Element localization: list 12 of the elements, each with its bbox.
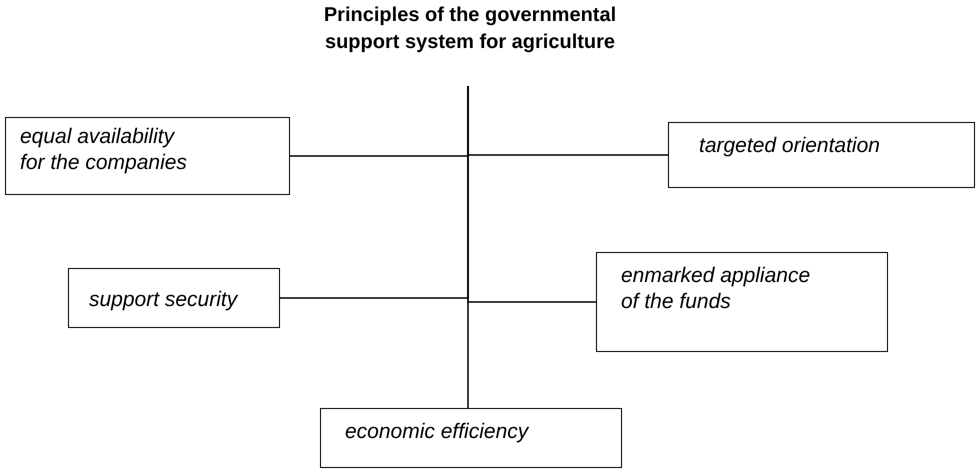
principle-text: economic efficiency: [345, 419, 530, 445]
principle-box: [5, 117, 290, 195]
principle-box: [596, 252, 888, 352]
principle-box: [668, 122, 975, 188]
principle-box: [320, 408, 622, 468]
principle-text: targeted orientation: [699, 133, 881, 159]
heading-text: Principles of the governmental support system for agriculture: [322, 3, 618, 55]
principle-text: equal availability for the companies: [20, 124, 188, 176]
principle-box: [68, 268, 280, 328]
connector-line: [467, 86, 469, 408]
principle-text: support security: [89, 287, 240, 313]
principle-text: enmarked appliance of the funds: [621, 263, 812, 315]
